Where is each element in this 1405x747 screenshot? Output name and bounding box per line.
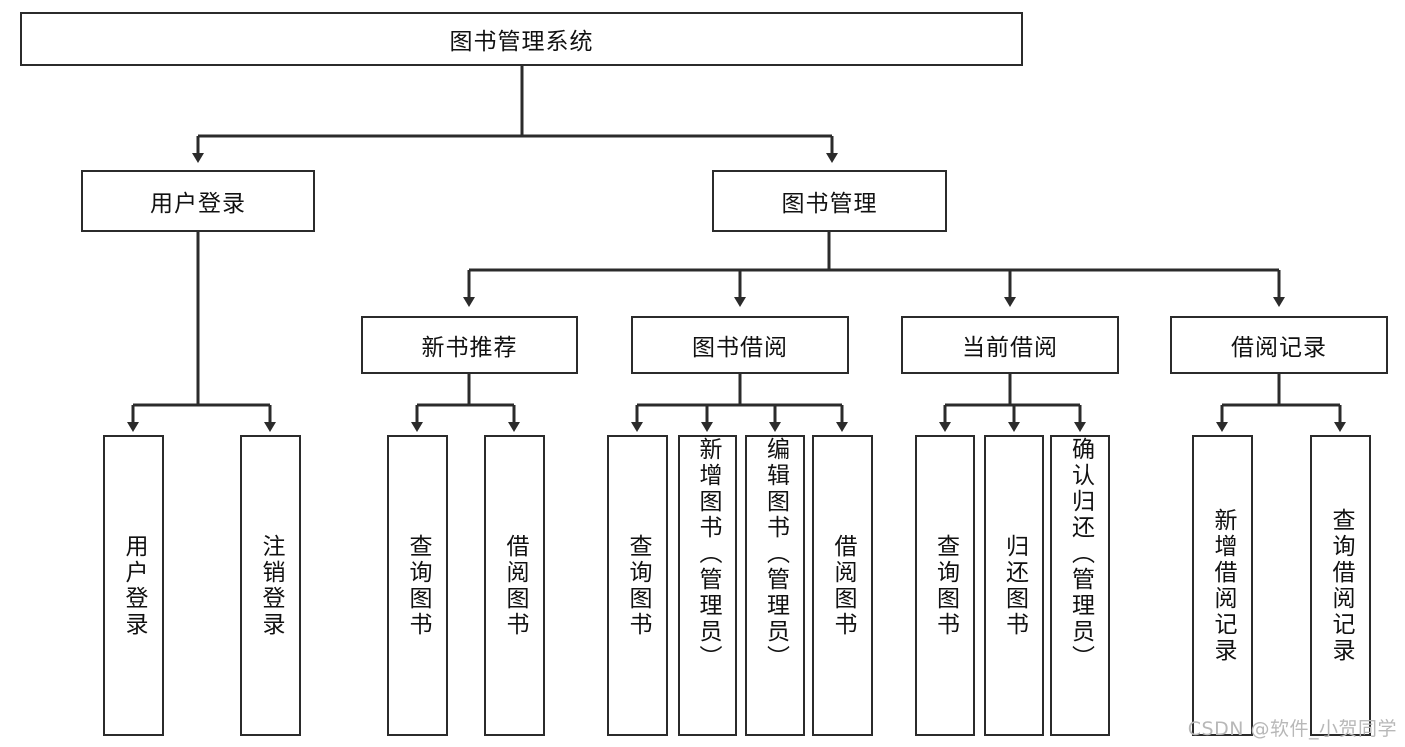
node-book-management[interactable]: 图书管理	[712, 170, 947, 232]
node-leaf-add-borrow-record[interactable]: 新增借阅记录	[1192, 435, 1253, 736]
node-leaf-logout-login[interactable]: 注销登录	[240, 435, 301, 736]
node-leaf-borrow-book-recommend-label: 借阅图书	[502, 533, 528, 638]
node-leaf-user-login[interactable]: 用户登录	[103, 435, 164, 736]
node-leaf-return-book[interactable]: 归还图书	[984, 435, 1044, 736]
node-current-borrow[interactable]: 当前借阅	[901, 316, 1119, 374]
node-book-borrow[interactable]: 图书借阅	[631, 316, 849, 374]
node-leaf-query-book-recommend-label: 查询图书	[405, 533, 431, 638]
node-book-borrow-label: 图书借阅	[692, 335, 788, 361]
node-new-book-recommend-label: 新书推荐	[421, 335, 518, 361]
node-leaf-logout-login-label: 注销登录	[258, 533, 284, 638]
node-leaf-query-book-current[interactable]: 查询图书	[915, 435, 975, 736]
node-leaf-return-book-label: 归还图书	[1001, 533, 1028, 638]
node-new-book-recommend[interactable]: 新书推荐	[361, 316, 578, 374]
node-leaf-edit-book-admin[interactable]: 编辑图书（管理员）	[745, 435, 805, 736]
node-leaf-query-book-borrow[interactable]: 查询图书	[607, 435, 668, 736]
node-leaf-query-borrow-record[interactable]: 查询借阅记录	[1310, 435, 1371, 736]
node-leaf-borrow-book[interactable]: 借阅图书	[812, 435, 873, 736]
node-user-login-label: 用户登录	[150, 191, 246, 217]
node-leaf-borrow-book-recommend[interactable]: 借阅图书	[484, 435, 545, 736]
node-borrow-records-label: 借阅记录	[1231, 335, 1327, 361]
node-current-borrow-label: 当前借阅	[962, 335, 1058, 361]
node-leaf-confirm-return-admin-label: 确认归还（管理员）	[1067, 437, 1094, 671]
node-root[interactable]: 图书管理系统	[20, 12, 1023, 66]
node-leaf-add-book-admin-label: 新增图书（管理员）	[695, 437, 721, 671]
node-leaf-borrow-book-label: 借阅图书	[830, 533, 856, 638]
node-book-management-label: 图书管理	[781, 191, 878, 217]
node-leaf-edit-book-admin-label: 编辑图书（管理员）	[762, 437, 789, 671]
node-leaf-query-book-borrow-label: 查询图书	[625, 533, 651, 638]
node-leaf-add-borrow-record-label: 新增借阅记录	[1210, 507, 1236, 664]
node-borrow-records[interactable]: 借阅记录	[1170, 316, 1388, 374]
node-leaf-query-book-current-label: 查询图书	[932, 533, 959, 638]
node-leaf-query-borrow-record-label: 查询借阅记录	[1328, 507, 1354, 664]
node-leaf-query-book-recommend[interactable]: 查询图书	[387, 435, 448, 736]
node-user-login[interactable]: 用户登录	[81, 170, 315, 232]
node-leaf-add-book-admin[interactable]: 新增图书（管理员）	[678, 435, 737, 736]
node-root-label: 图书管理系统	[449, 29, 594, 55]
node-leaf-confirm-return-admin[interactable]: 确认归还（管理员）	[1050, 435, 1110, 736]
node-leaf-user-login-label: 用户登录	[121, 533, 147, 638]
watermark-text: CSDN @软件_小贺同学	[1187, 718, 1397, 740]
